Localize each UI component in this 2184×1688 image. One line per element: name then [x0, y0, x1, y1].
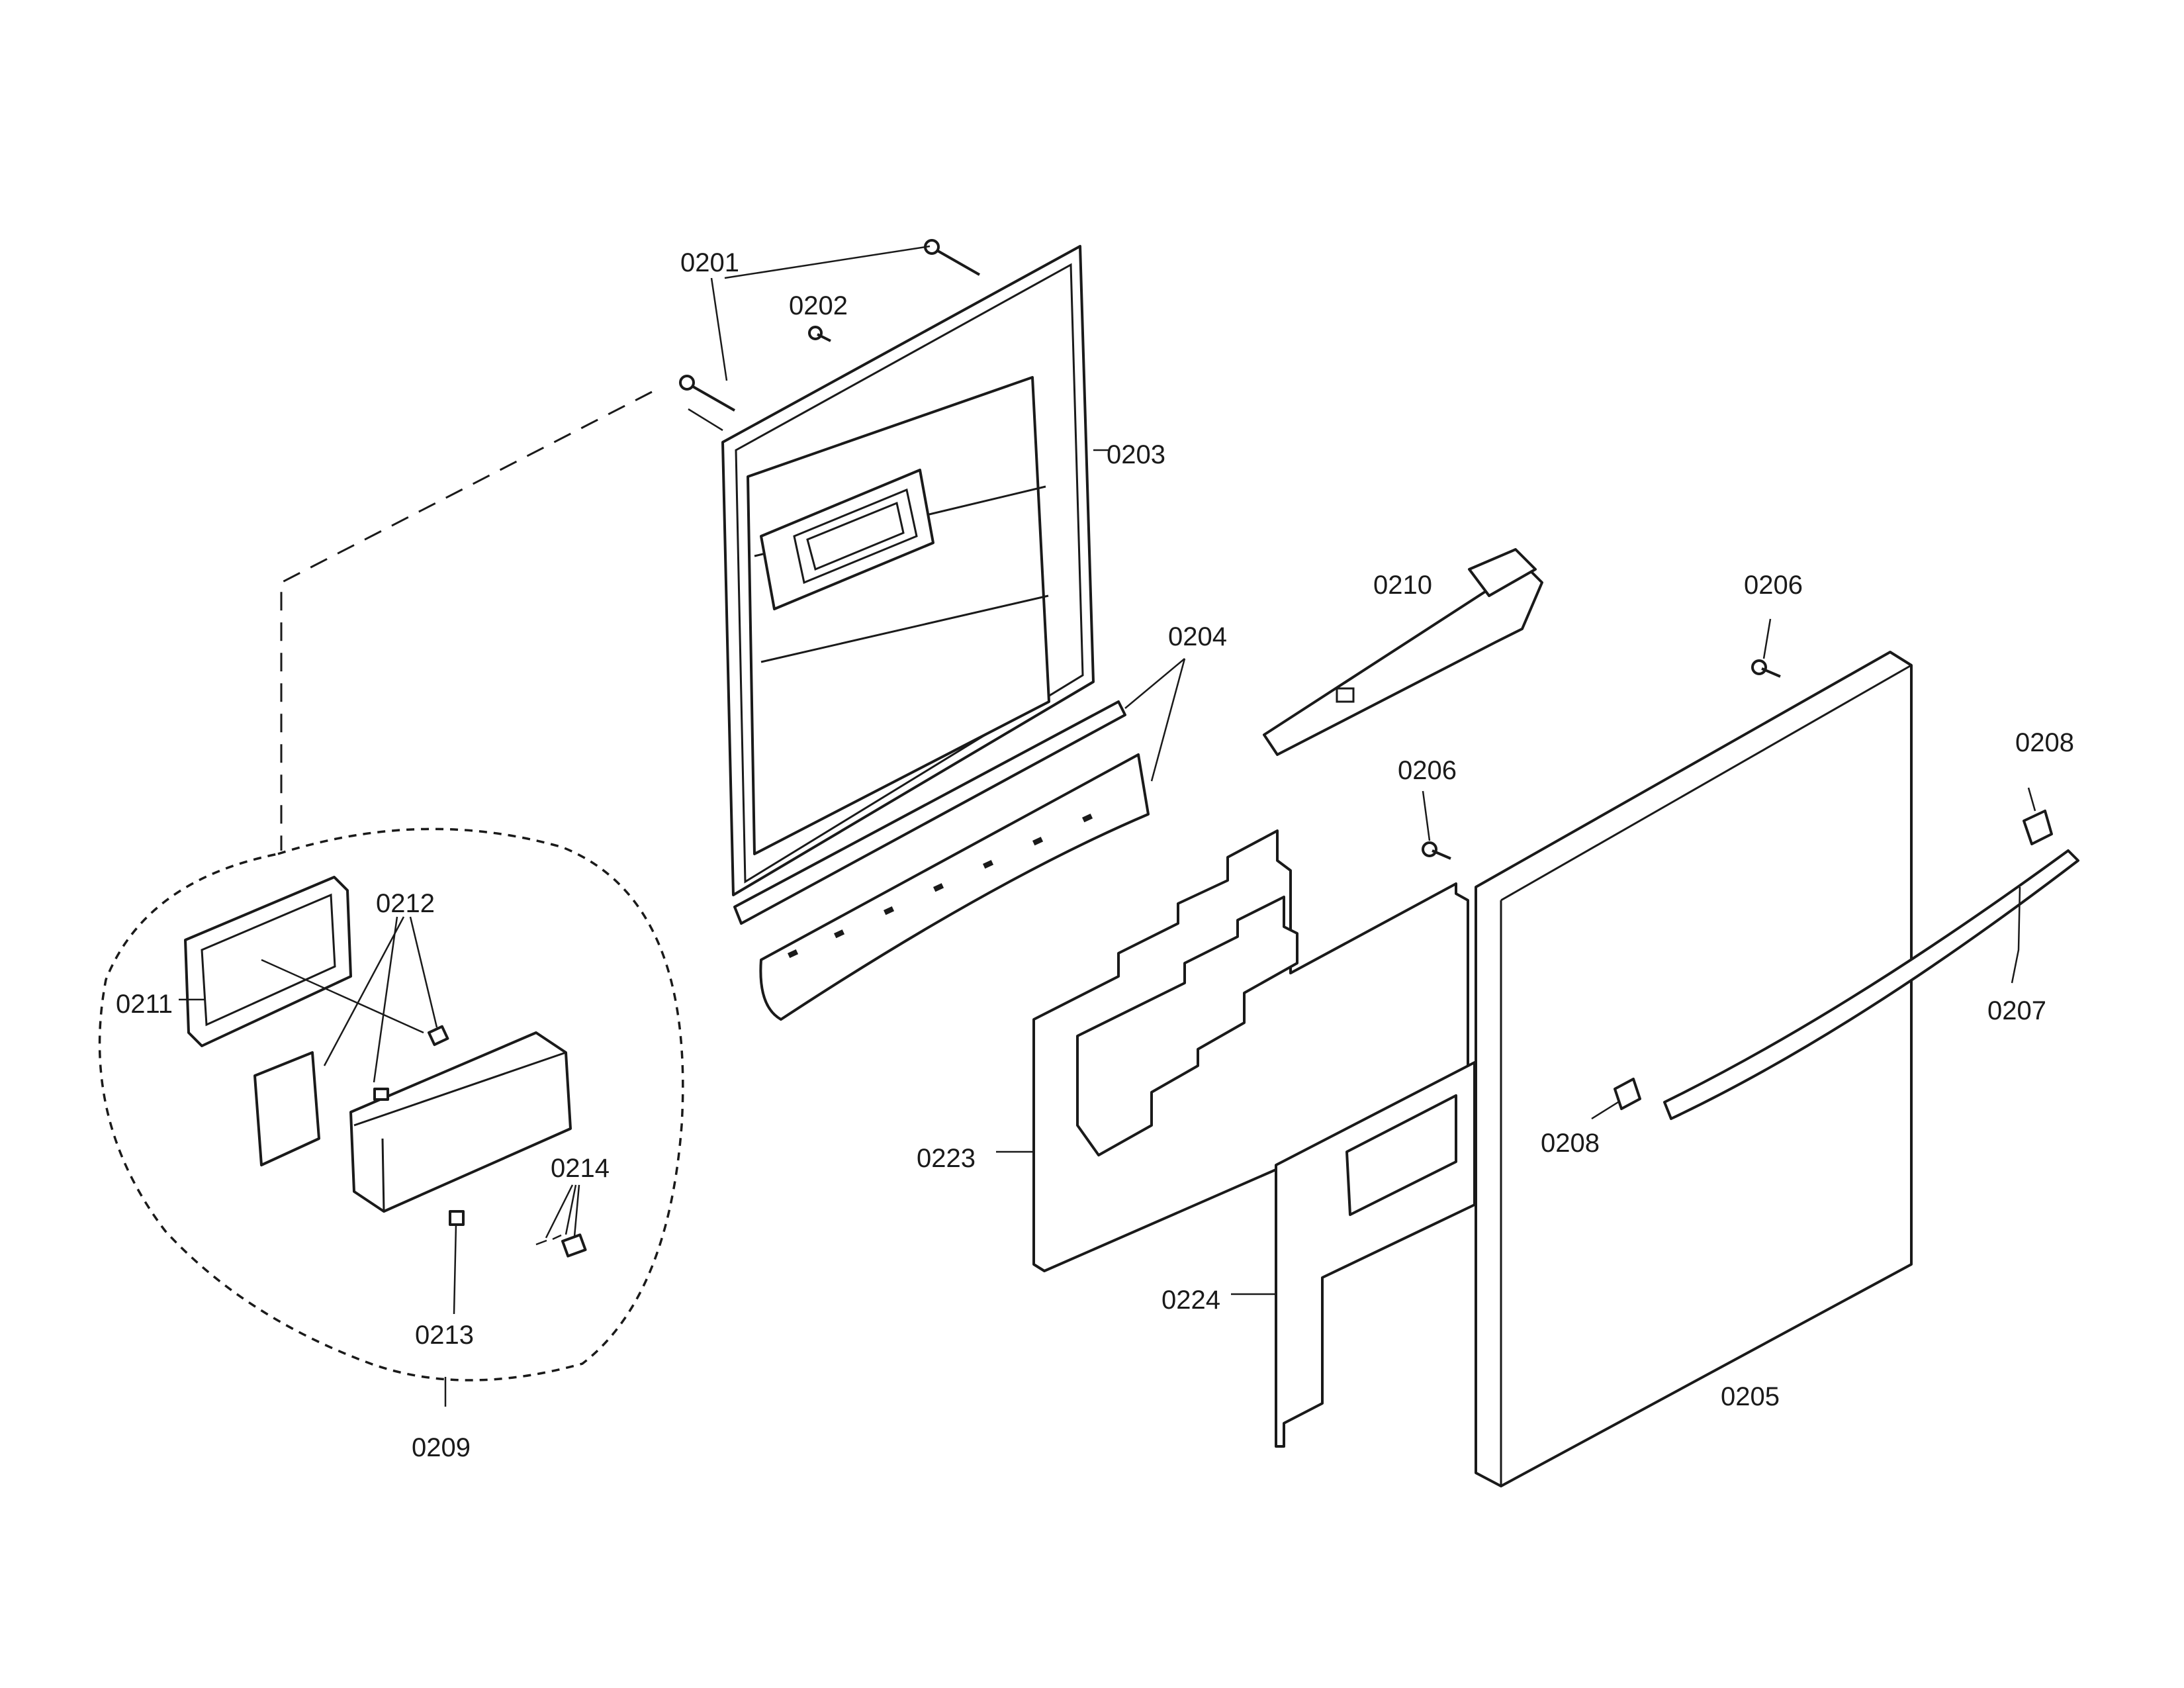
part-number-label: 0213	[415, 1321, 474, 1350]
part-number-label: 0211	[116, 990, 173, 1019]
part-number-label: 0224	[1161, 1286, 1220, 1315]
part-number-label: 0203	[1107, 440, 1165, 469]
part-number-label: 0207	[1987, 996, 2046, 1025]
handle-end-cap-icon	[1614, 1078, 1641, 1110]
outer-door-panel	[1475, 651, 1913, 1487]
part-number-label: 0209	[412, 1433, 471, 1462]
part-number-label: 0208	[2015, 728, 2074, 757]
handle-end-cap-icon	[2023, 810, 2053, 845]
part-number-label: 0205	[1721, 1382, 1780, 1411]
screw-icon	[924, 239, 980, 276]
screw-icon	[1422, 841, 1451, 860]
screw-icon	[1751, 659, 1781, 678]
leader-lines	[179, 245, 2036, 1407]
part-number-label: 0201	[680, 248, 739, 277]
inner-door-panel	[721, 245, 1095, 896]
part-number-label: 0223	[917, 1144, 976, 1173]
part-number-label: 0210	[1373, 571, 1432, 600]
part-number-label: 0208	[1541, 1129, 1600, 1158]
control-module-group	[98, 827, 684, 1382]
part-number-label: 0212	[376, 889, 435, 918]
screw-icon	[808, 326, 831, 342]
part-number-label: 0202	[789, 291, 848, 320]
part-number-label: 0214	[551, 1154, 610, 1183]
lower-trim-strip	[733, 700, 1150, 1021]
part-number-label: 0204	[1168, 622, 1227, 651]
part-number-label: 0206	[1744, 571, 1803, 600]
part-number-label: 0206	[1398, 756, 1457, 785]
hinge-bracket	[1263, 548, 1543, 756]
screw-icon	[679, 375, 735, 412]
door-handle	[1663, 849, 2079, 1120]
